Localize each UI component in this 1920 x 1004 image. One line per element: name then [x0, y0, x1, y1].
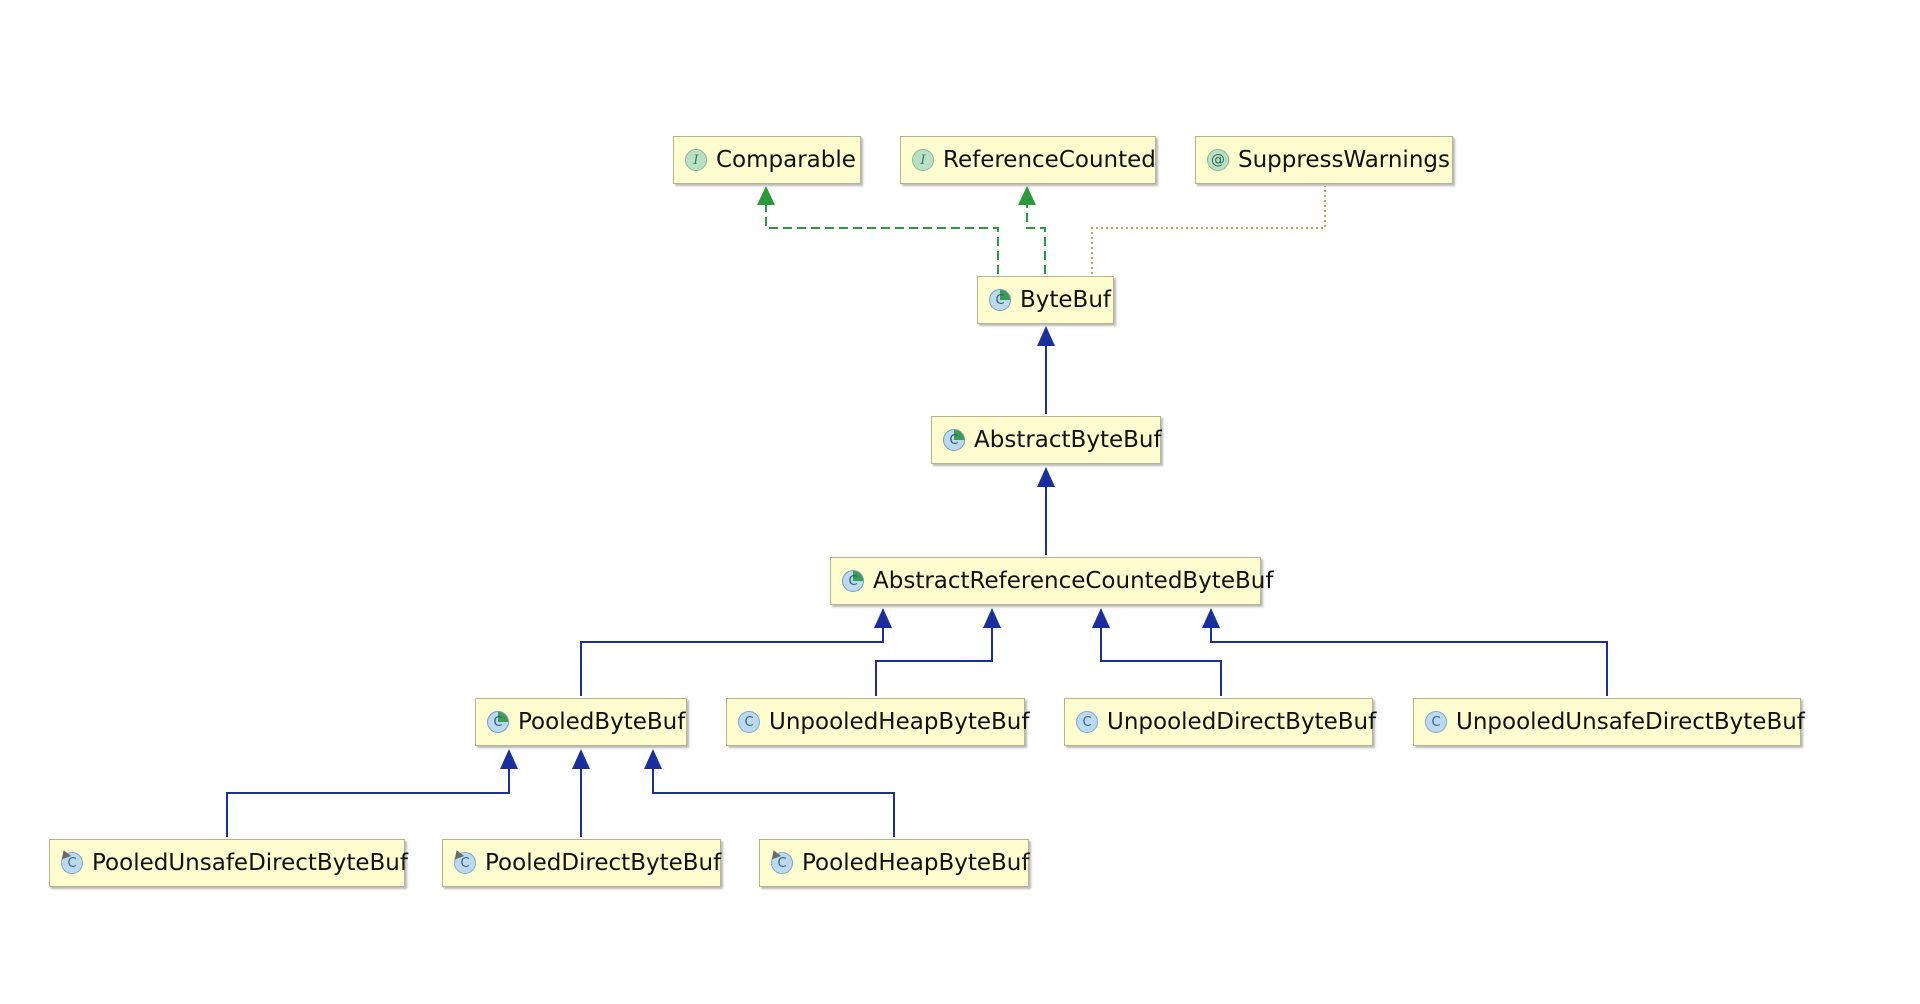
final-class-icon: C — [451, 848, 476, 874]
class-icon: C — [1425, 711, 1447, 733]
annotation-icon: @ — [1207, 149, 1229, 171]
edge-abstractbytebuf-extends-bytebuf — [1037, 326, 1055, 414]
node-unpooled-unsafe-direct-bytebuf[interactable]: C UnpooledUnsafeDirectByteBuf — [1413, 698, 1805, 746]
node-label: SuppressWarnings — [1238, 147, 1450, 173]
edge-unpooledheap-extends-abstractrefcounted — [875, 608, 1001, 696]
node-label: PooledHeapByteBuf — [802, 850, 1030, 876]
node-unpooled-heap-bytebuf[interactable]: C UnpooledHeapByteBuf — [726, 698, 1029, 746]
edge-pooledunsafedirect-extends-pooledbytebuf — [226, 749, 518, 837]
node-label: UnpooledDirectByteBuf — [1107, 709, 1377, 735]
class-icon: C — [1076, 711, 1098, 733]
node-pooled-unsafe-direct-bytebuf[interactable]: C PooledUnsafeDirectByteBuf — [49, 839, 408, 887]
node-label: ReferenceCounted — [943, 147, 1156, 173]
node-label: PooledDirectByteBuf — [485, 850, 722, 876]
node-comparable[interactable]: I Comparable — [673, 136, 861, 184]
node-pooled-direct-bytebuf[interactable]: C PooledDirectByteBuf — [442, 839, 721, 887]
edge-bytebuf-implements-referencecounted — [1018, 186, 1046, 274]
node-label: UnpooledHeapByteBuf — [769, 709, 1030, 735]
abstract-class-icon: C — [842, 570, 864, 592]
edge-bytebuf-annotated-suppresswarnings — [1091, 186, 1326, 274]
node-label: Comparable — [716, 147, 856, 173]
node-unpooled-direct-bytebuf[interactable]: C UnpooledDirectByteBuf — [1064, 698, 1377, 746]
node-label: PooledByteBuf — [518, 709, 686, 735]
edge-pooledheap-extends-pooledbytebuf — [644, 749, 895, 837]
node-label: ByteBuf — [1020, 287, 1112, 313]
class-icon: C — [738, 711, 760, 733]
interface-icon: I — [912, 149, 934, 171]
edge-unpooleddirect-extends-abstractrefcounted — [1092, 608, 1222, 696]
node-label: UnpooledUnsafeDirectByteBuf — [1456, 709, 1805, 735]
final-class-icon: C — [58, 848, 83, 874]
node-bytebuf[interactable]: C ByteBuf — [977, 276, 1114, 324]
node-abstract-bytebuf[interactable]: C AbstractByteBuf — [931, 416, 1162, 464]
abstract-class-icon: C — [487, 711, 509, 733]
node-label: AbstractReferenceCountedByteBuf — [873, 568, 1274, 594]
edge-pooledbytebuf-extends-abstractrefcounted — [580, 608, 892, 696]
node-label: PooledUnsafeDirectByteBuf — [92, 850, 408, 876]
interface-icon: I — [685, 149, 707, 171]
abstract-class-icon: C — [989, 289, 1011, 311]
edge-pooleddirect-extends-pooledbytebuf — [572, 749, 590, 837]
edge-abstractrefcounted-extends-abstractbytebuf — [1037, 467, 1055, 555]
node-reference-counted[interactable]: I ReferenceCounted — [900, 136, 1156, 184]
node-abstract-reference-counted-bytebuf[interactable]: C AbstractReferenceCountedByteBuf — [830, 557, 1273, 605]
node-label: AbstractByteBuf — [974, 427, 1162, 453]
edge-bytebuf-implements-comparable — [757, 186, 999, 274]
node-pooled-heap-bytebuf[interactable]: C PooledHeapByteBuf — [759, 839, 1029, 887]
abstract-class-icon: C — [943, 429, 965, 451]
final-class-icon: C — [768, 848, 793, 874]
edge-unpooledunsafedirect-extends-abstractrefcounted — [1202, 608, 1608, 696]
node-suppress-warnings[interactable]: @ SuppressWarnings — [1195, 136, 1453, 184]
node-pooled-bytebuf[interactable]: C PooledByteBuf — [475, 698, 687, 746]
